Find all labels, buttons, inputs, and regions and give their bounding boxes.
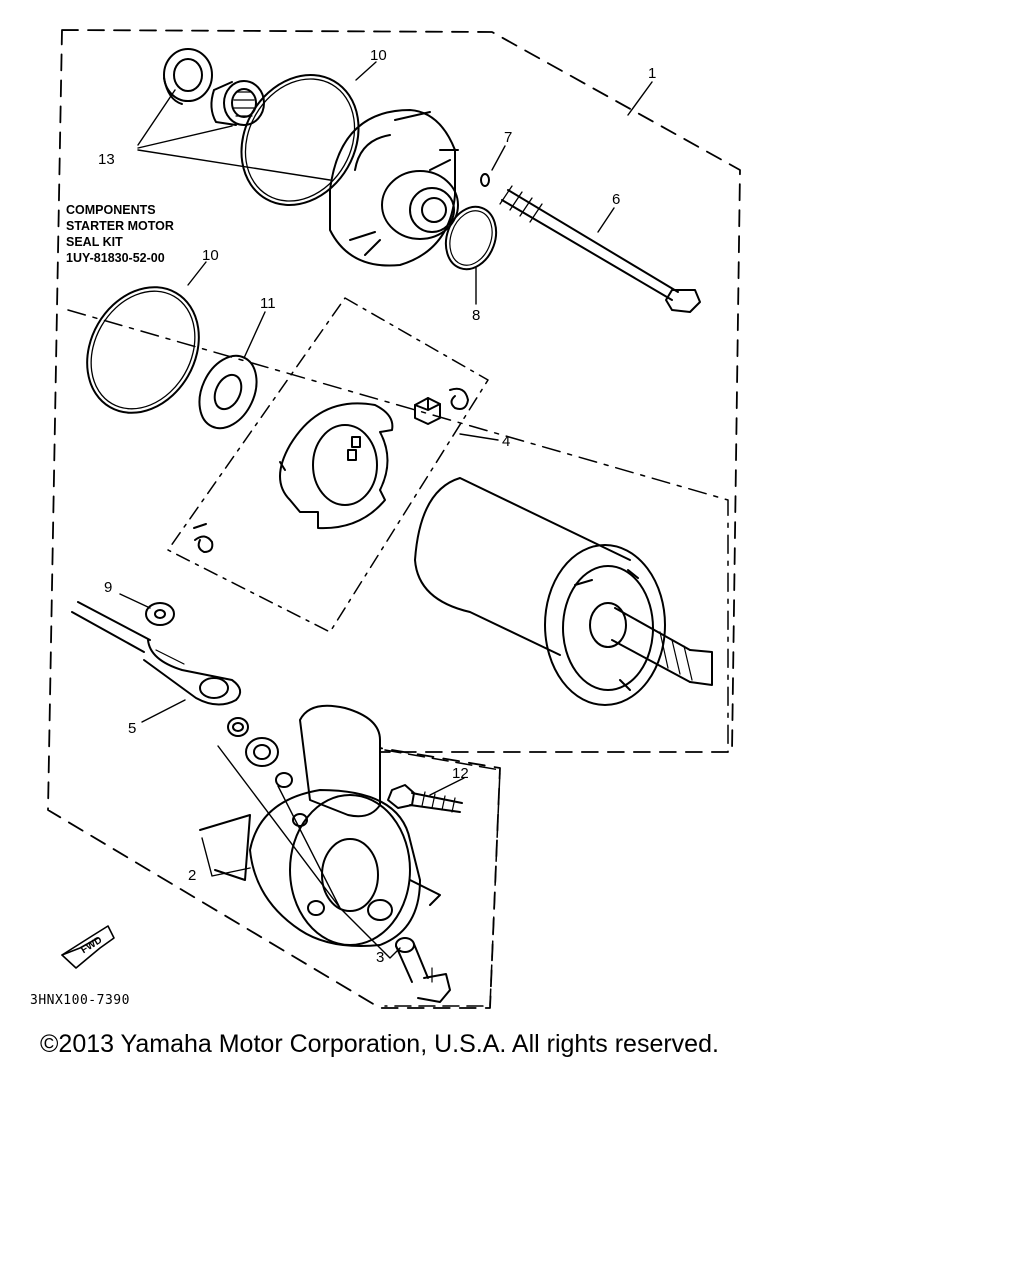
callout-1: 1 [648, 65, 656, 82]
brush-holder-part [414, 397, 441, 425]
o-ring-lower-part-inner [90, 290, 196, 410]
screw-part [387, 784, 463, 813]
o-ring-lower-part [86, 286, 200, 414]
brush-spring-lower-part [193, 523, 214, 553]
fwd-arrow-icon [61, 925, 115, 969]
armature-shaft-part [589, 602, 713, 686]
assembly-boundary-outer [47, 29, 741, 1009]
callout-9: 9 [104, 579, 112, 596]
callout-7: 7 [504, 129, 512, 146]
brush-plate-boundary [167, 297, 489, 633]
kit-note-line-2: STARTER MOTOR [66, 219, 174, 233]
callout-13: 13 [98, 151, 115, 168]
copyright-text: ©2013 Yamaha Motor Corporation, U.S.A. A… [40, 1030, 719, 1058]
callout-11: 11 [260, 295, 276, 312]
callout-3: 3 [376, 949, 384, 966]
assembly-boundary-inner [67, 309, 729, 753]
bracket-boundary [384, 749, 501, 1007]
callout-8: 8 [472, 307, 480, 324]
leader-lines [119, 61, 653, 959]
small-o-ring-part [480, 173, 490, 187]
kit-note-line-4: 1UY-81830-52-00 [66, 251, 165, 265]
washers-part [227, 717, 293, 788]
callout-10-lower: 10 [202, 247, 219, 264]
callout-12: 12 [452, 765, 469, 782]
terminal-bolt-part [395, 937, 451, 1003]
kit-note-line-1: COMPONENTS [66, 203, 156, 217]
lead-wire-part [71, 601, 242, 706]
callout-10-upper: 10 [370, 47, 387, 64]
o-ring-8-part-inner [449, 210, 493, 266]
yoke-part [414, 477, 666, 706]
o-ring-upper-part [240, 74, 360, 206]
o-ring-8-part [444, 205, 498, 271]
callout-5: 5 [128, 720, 136, 737]
nut-part [145, 602, 175, 626]
brush-plate-part [279, 402, 394, 530]
rear-bracket-part [199, 704, 441, 947]
front-cover-part [329, 109, 459, 267]
callout-2: 2 [188, 867, 196, 884]
callout-6: 6 [612, 191, 620, 208]
washer-part-inner [213, 373, 243, 411]
o-ring-upper-part-inner [244, 78, 356, 202]
needle-bearing-part [210, 80, 265, 126]
kit-note-line-3: SEAL KIT [66, 235, 123, 249]
drawing-code: 3HNX100-7390 [30, 993, 130, 1008]
callout-4: 4 [502, 433, 510, 450]
brush-spring-upper-part [449, 387, 469, 410]
fwd-label: FWD [79, 935, 104, 956]
through-bolt-part [499, 185, 701, 313]
